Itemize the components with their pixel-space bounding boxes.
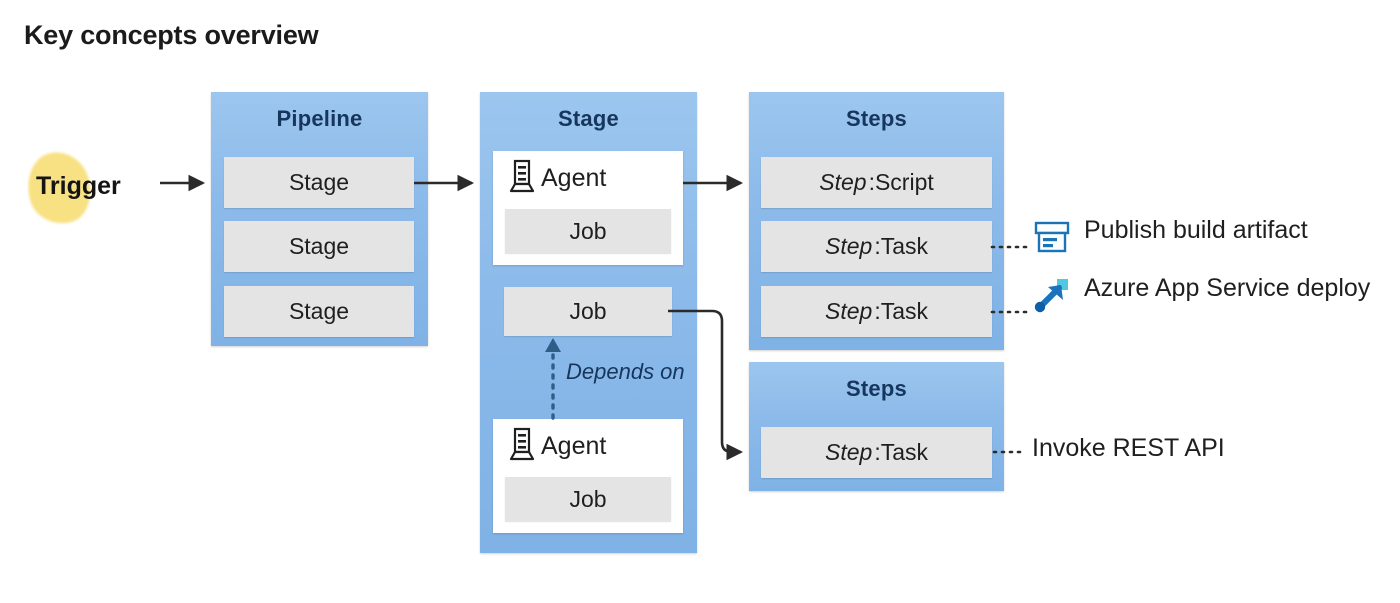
annotation-invoke-rest-api: Invoke REST API (1032, 434, 1225, 463)
annotation-azure-app-service-deploy-label: Azure App Service deploy (1084, 274, 1371, 302)
steps-top-item-1-kind: Step (819, 169, 867, 195)
steps-bottom-item-1-kind: Step (824, 439, 873, 465)
pipeline-stage-2-label: Stage (288, 233, 350, 259)
azure-app-service-deploy-icon (1030, 274, 1074, 318)
pipeline-stage-3-label: Stage (288, 298, 350, 324)
agent-top-label: Agent (541, 164, 607, 192)
steps-top-item-1[interactable]: Step: Script (761, 157, 992, 208)
agent-bottom[interactable]: Agent Job (493, 419, 683, 533)
steps-top-item-2[interactable]: Step: Task (761, 221, 992, 272)
steps-top-item-3-kind: Step (824, 298, 873, 324)
steps-bottom-item-1[interactable]: Step: Task (761, 427, 992, 478)
steps-top-item-2-sep: : (874, 233, 881, 259)
trigger-node[interactable]: Trigger (20, 145, 192, 231)
stage-title: Stage (558, 106, 619, 131)
pipeline-stage-3[interactable]: Stage (224, 286, 414, 337)
agent-server-icon (509, 427, 535, 466)
steps-top-item-2-kind: Step (824, 233, 873, 259)
annotation-invoke-rest-api-label: Invoke REST API (1032, 434, 1225, 462)
publish-build-artifact-icon (1030, 216, 1074, 260)
agent-bottom-job[interactable]: Job (505, 477, 671, 521)
steps-bottom-item-1-sep: : (874, 439, 881, 465)
agent-server-icon (509, 159, 535, 198)
agent-bottom-header: Agent (509, 427, 606, 466)
pipeline-stage-2[interactable]: Stage (224, 221, 414, 272)
steps-top-item-1-value: Script (874, 169, 934, 195)
pipeline-stage-1-label: Stage (288, 169, 350, 195)
trigger-label: Trigger (36, 172, 121, 200)
steps-bottom-title: Steps (846, 376, 907, 401)
agent-top[interactable]: Agent Job (493, 151, 683, 265)
agent-bottom-label: Agent (541, 432, 607, 460)
steps-top-item-3[interactable]: Step: Task (761, 286, 992, 337)
depends-on-label: Depends on (566, 359, 685, 384)
agent-top-header: Agent (509, 159, 606, 198)
stage-standalone-job[interactable]: Job (504, 287, 672, 336)
page-title: Key concepts overview (24, 20, 319, 50)
annotation-publish-build-artifact-label: Publish build artifact (1084, 216, 1308, 244)
annotation-azure-app-service-deploy: Azure App Service deploy (1030, 274, 1370, 318)
agent-top-job[interactable]: Job (505, 209, 671, 253)
steps-top-title: Steps (846, 106, 907, 131)
agent-bottom-job-label: Job (569, 485, 607, 512)
steps-top-item-3-sep: : (874, 298, 881, 324)
pipeline-stage-1[interactable]: Stage (224, 157, 414, 208)
steps-top-item-3-value: Task (880, 298, 928, 324)
agent-top-job-label: Job (569, 217, 607, 244)
annotation-publish-build-artifact: Publish build artifact (1030, 216, 1308, 260)
stage-standalone-job-label: Job (569, 298, 607, 324)
steps-bottom-item-1-value: Task (880, 439, 928, 465)
pipeline-title: Pipeline (276, 106, 363, 131)
steps-top-item-1-sep: : (868, 169, 875, 195)
steps-top-item-2-value: Task (880, 233, 928, 259)
